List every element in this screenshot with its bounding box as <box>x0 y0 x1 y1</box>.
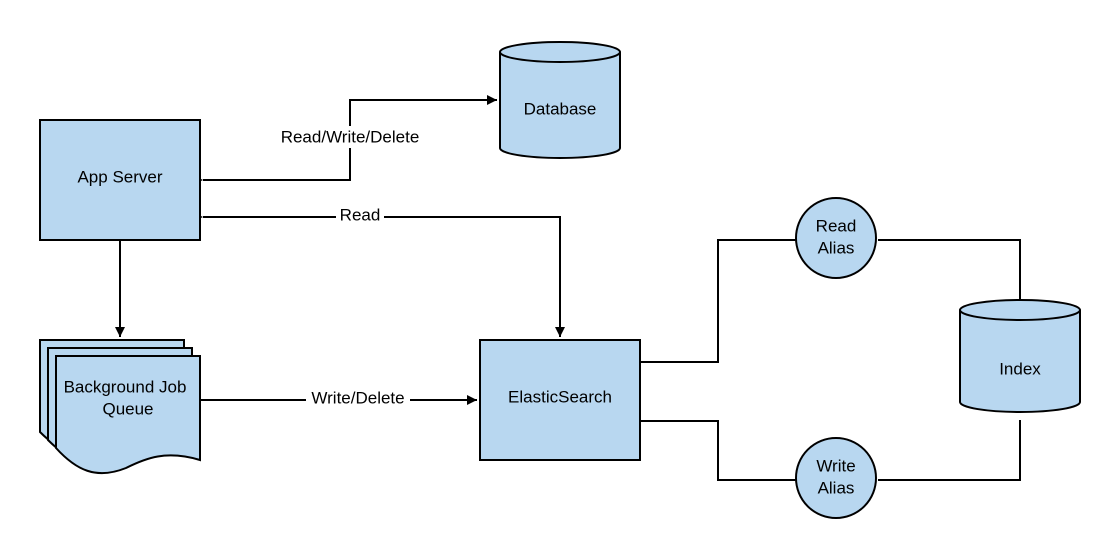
write-alias-label-line1: Write <box>816 456 855 475</box>
edge-label-text: Read <box>340 205 381 224</box>
read-alias-label-line1: Read <box>816 216 857 235</box>
elasticsearch-label: ElasticSearch <box>508 387 612 406</box>
read-alias-label-line2: Alias <box>818 238 855 257</box>
database-node: Database <box>499 41 621 159</box>
app-server-label: App Server <box>77 167 162 186</box>
elasticsearch-node: ElasticSearch <box>479 339 641 461</box>
edge-es-write-alias <box>640 420 796 481</box>
read-alias-node: Read Alias <box>795 197 877 279</box>
background-job-queue-node: Background Job Queue <box>39 339 201 475</box>
edge-es-read-alias <box>640 239 796 363</box>
app-server-node: App Server <box>39 119 201 241</box>
edge-label-read-write-delete: Read/Write/Delete <box>274 126 426 148</box>
write-alias-node: Write Alias <box>795 437 877 519</box>
edge-label-write-delete: Write/Delete <box>306 388 410 409</box>
index-label: Index <box>999 359 1041 378</box>
edge-read-alias-index <box>878 239 1021 301</box>
write-alias-label-line2: Alias <box>818 478 855 497</box>
edge-label-text: Write/Delete <box>311 388 404 407</box>
database-label: Database <box>524 99 597 118</box>
edge-label-text: Read/Write/Delete <box>281 127 420 146</box>
queue-label-line1: Background Job <box>64 377 187 396</box>
queue-label-line2: Queue <box>102 399 153 418</box>
edge-write-alias-index <box>878 420 1021 481</box>
edge-app-elasticsearch <box>193 212 565 337</box>
index-node: Index <box>959 299 1081 413</box>
edge-label-read: Read <box>336 205 384 226</box>
